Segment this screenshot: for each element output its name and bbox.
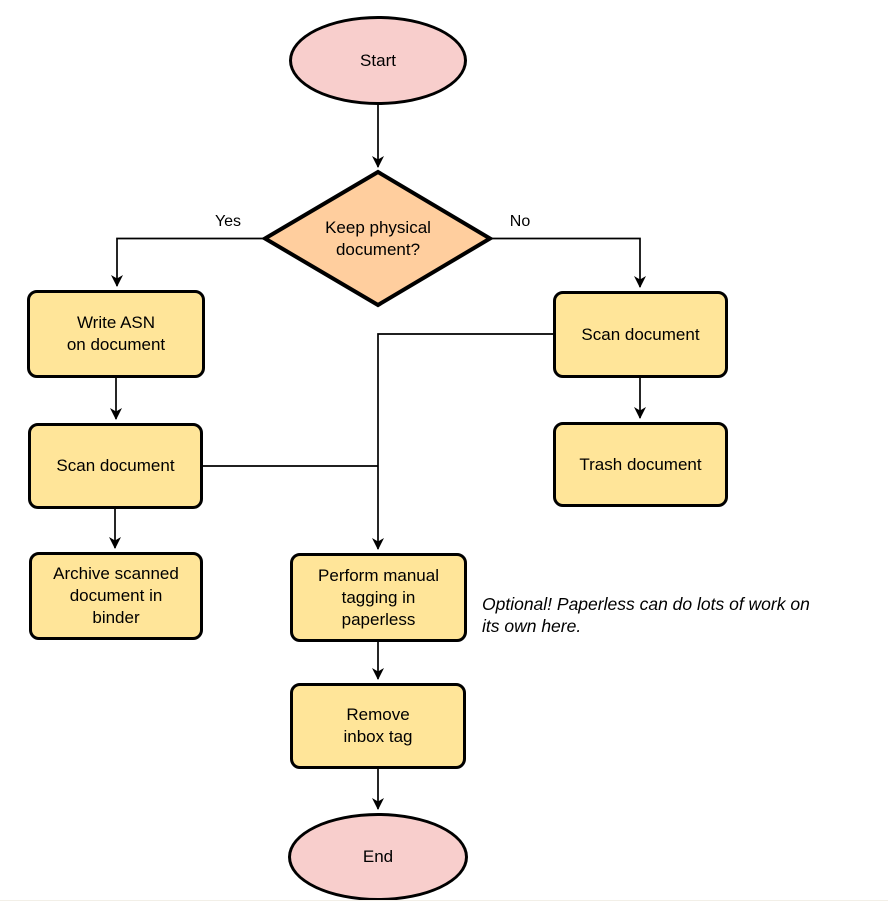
process-archive-binder-label: Archive scanned document in binder [53, 564, 179, 627]
end-node: End [288, 813, 468, 901]
decision-diamond-shape [261, 169, 494, 308]
process-manual-tagging-node: Perform manual tagging in paperless [290, 553, 467, 642]
edge-label-yes: Yes [214, 213, 242, 230]
edge-decision-yes-branch [111, 237, 265, 287]
process-archive-binder-node: Archive scanned document in binder [29, 552, 203, 640]
process-manual-tagging-label: Perform manual tagging in paperless [318, 565, 439, 629]
annotation-optional-note: Optional! Paperless can do lots of work … [482, 594, 810, 636]
process-scan-document-right-node: Scan document [553, 291, 728, 378]
process-trash-document-node: Trash document [553, 422, 728, 507]
process-remove-inbox-tag-label: Remove inbox tag [343, 705, 413, 746]
edge-label-no: No [509, 213, 531, 230]
decision-keep-physical-node: Keep physical document? [275, 194, 481, 283]
bottom-divider [0, 900, 888, 901]
start-node-label: Start [360, 50, 396, 70]
end-node-label: End [362, 847, 394, 866]
process-scan-document-left-node: Scan document [28, 423, 203, 509]
process-scan-document-right-label: Scan document [581, 324, 700, 344]
process-write-asn-label: Write ASN on document [66, 313, 166, 354]
edge-scanright-to-tagging [372, 333, 553, 550]
process-write-asn-node: Write ASN on document [27, 290, 205, 378]
edge-decision-no-branch [490, 237, 646, 288]
process-trash-document-label: Trash document [579, 454, 702, 474]
decision-node-label: Keep physical document? [325, 217, 431, 259]
process-scan-document-left-label: Scan document [56, 456, 175, 475]
start-node: Start [289, 16, 467, 105]
process-remove-inbox-tag-node: Remove inbox tag [290, 683, 466, 769]
